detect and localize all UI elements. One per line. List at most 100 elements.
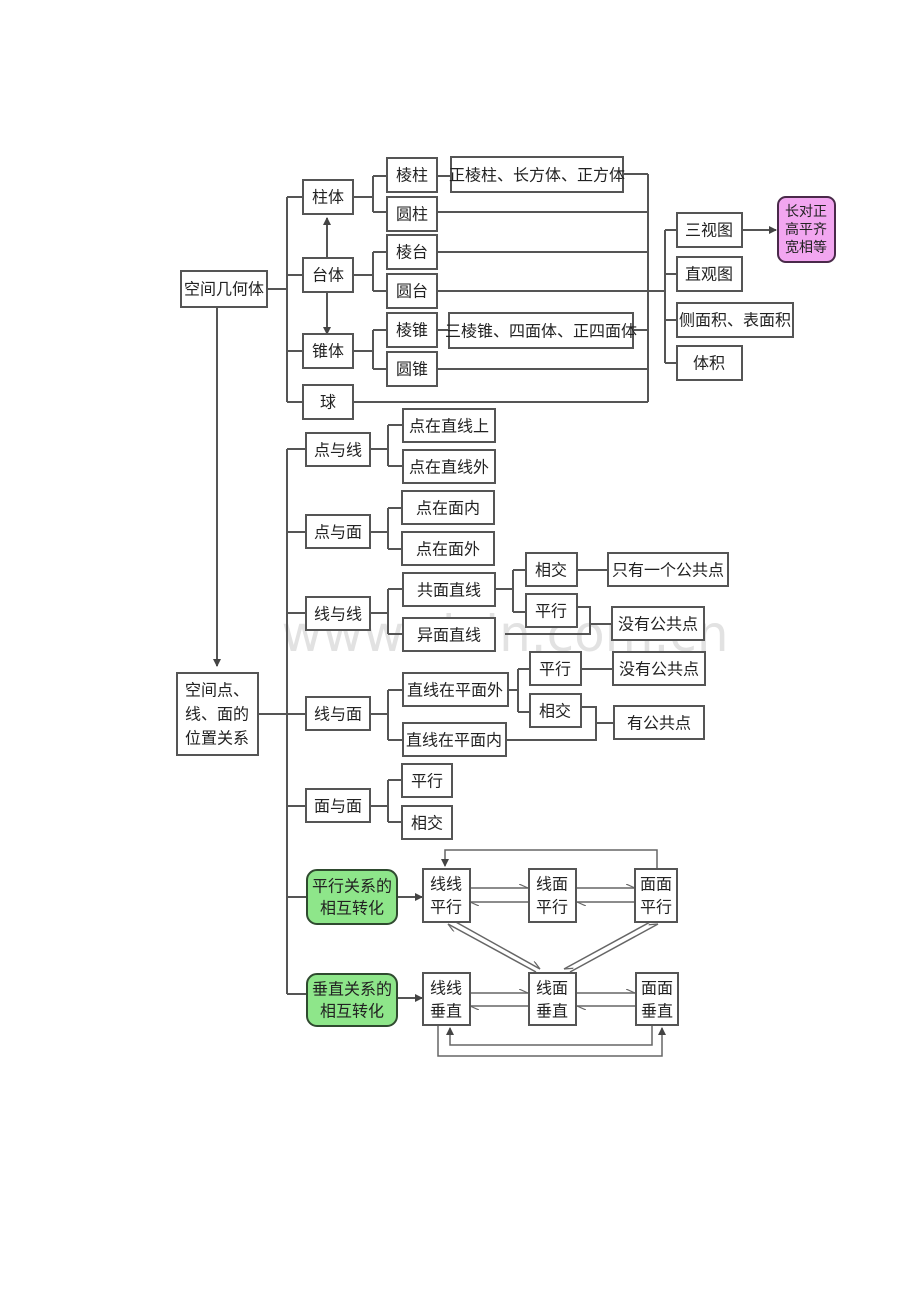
node-prism-frustum[interactable]: 棱台 xyxy=(386,234,438,270)
node-line-outside-plane[interactable]: 直线在平面外 xyxy=(402,672,509,707)
node-frustum-group[interactable]: 台体 xyxy=(302,257,354,293)
node-label: 体积 xyxy=(693,354,725,373)
node-lp-perp-transform[interactable]: 线面 垂直 xyxy=(528,972,577,1026)
node-label: 垂直 xyxy=(430,1002,462,1021)
node-ll-parallel-transform[interactable]: 线线 平行 xyxy=(422,868,471,923)
node-label: 位置关系 xyxy=(185,729,249,748)
node-prism-group[interactable]: 柱体 xyxy=(302,179,354,215)
node-label: 有公共点 xyxy=(627,714,691,733)
node-label: 平行 xyxy=(535,602,567,621)
node-three-views[interactable]: 三视图 xyxy=(676,212,743,248)
node-prism-examples[interactable]: 正棱柱、长方体、正方体 xyxy=(449,156,625,193)
node-label: 线、面的 xyxy=(185,705,249,724)
node-label: 球 xyxy=(320,393,336,412)
node-label: 空间几何体 xyxy=(184,280,264,299)
node-label: 侧面积、表面积 xyxy=(679,311,791,330)
node-pyramid-examples[interactable]: 三棱锥、四面体、正四面体 xyxy=(445,312,637,349)
node-ll-perp-transform[interactable]: 线线 垂直 xyxy=(422,972,471,1026)
node-parallel-transform[interactable]: 平行关系的 相互转化 xyxy=(306,869,398,925)
node-label: 线线 xyxy=(430,875,462,894)
node-lp-intersect[interactable]: 相交 xyxy=(529,693,582,728)
node-pp-perp-transform[interactable]: 面面 垂直 xyxy=(635,972,679,1026)
node-pp-parallel-transform[interactable]: 面面 平行 xyxy=(634,868,678,923)
node-pp-parallel[interactable]: 平行 xyxy=(401,763,453,798)
node-line-plane[interactable]: 线与面 xyxy=(305,696,371,731)
node-label: 垂直 xyxy=(536,1002,568,1021)
node-label: 线面 xyxy=(536,875,568,894)
node-label: 平行 xyxy=(411,772,443,791)
node-label: 直观图 xyxy=(685,265,733,284)
node-intuitive-view[interactable]: 直观图 xyxy=(676,256,743,292)
node-label: 直线在平面内 xyxy=(406,731,502,750)
node-label: 柱体 xyxy=(312,188,344,207)
node-label: 平行 xyxy=(536,898,568,917)
node-label: 直线在平面外 xyxy=(407,681,503,700)
node-label: 线面 xyxy=(536,979,568,998)
node-ll-intersect[interactable]: 相交 xyxy=(525,552,578,587)
node-label: 相互转化 xyxy=(320,1002,384,1021)
node-label: 点在面内 xyxy=(416,499,480,518)
node-label: 相交 xyxy=(535,561,567,580)
node-point-line[interactable]: 点与线 xyxy=(305,432,371,467)
node-label: 锥体 xyxy=(312,342,344,361)
node-sphere[interactable]: 球 xyxy=(302,384,354,420)
node-label: 平行关系的 xyxy=(312,877,392,896)
node-one-common-point[interactable]: 只有一个公共点 xyxy=(607,552,729,587)
node-label: 点在面外 xyxy=(416,540,480,559)
node-cylinder[interactable]: 圆柱 xyxy=(386,196,438,232)
node-label: 长对正 xyxy=(785,204,827,220)
node-cone-group[interactable]: 锥体 xyxy=(302,333,354,369)
node-label: 点与面 xyxy=(314,523,362,542)
node-point-off-plane[interactable]: 点在面外 xyxy=(401,531,495,566)
node-label: 只有一个公共点 xyxy=(612,561,724,580)
node-volume[interactable]: 体积 xyxy=(676,345,743,381)
node-lp-has-common-point[interactable]: 有公共点 xyxy=(613,705,705,740)
node-label: 棱柱 xyxy=(396,166,428,185)
node-surface-area[interactable]: 侧面积、表面积 xyxy=(676,302,794,338)
node-label: 台体 xyxy=(312,266,344,285)
node-perp-transform[interactable]: 垂直关系的 相互转化 xyxy=(306,973,398,1027)
node-point-plane[interactable]: 点与面 xyxy=(305,514,371,549)
node-relations-root[interactable]: 空间点、 线、面的 位置关系 xyxy=(176,672,259,756)
node-label: 相交 xyxy=(539,702,571,721)
node-coplanar-lines[interactable]: 共面直线 xyxy=(402,572,496,607)
node-lp-parallel-transform[interactable]: 线面 平行 xyxy=(528,868,577,923)
relations-connectors xyxy=(258,424,614,1002)
node-label: 线与线 xyxy=(314,605,362,624)
node-label: 面面 xyxy=(640,875,672,894)
node-line-line[interactable]: 线与线 xyxy=(305,596,371,631)
node-label: 三棱锥、四面体、正四面体 xyxy=(445,322,637,341)
node-ll-parallel[interactable]: 平行 xyxy=(525,593,578,628)
node-space-solids[interactable]: 空间几何体 xyxy=(180,270,268,308)
node-pp-intersect[interactable]: 相交 xyxy=(401,805,453,840)
node-pyramid[interactable]: 棱锥 xyxy=(386,312,438,348)
node-prism[interactable]: 棱柱 xyxy=(386,157,438,193)
node-point-off-line[interactable]: 点在直线外 xyxy=(402,449,496,484)
node-label: 宽相等 xyxy=(785,239,827,256)
node-label: 没有公共点 xyxy=(618,615,698,634)
node-cone[interactable]: 圆锥 xyxy=(386,351,438,387)
node-point-on-line[interactable]: 点在直线上 xyxy=(402,408,496,443)
node-views-rule[interactable]: 长对正 高平齐 宽相等 xyxy=(777,196,836,263)
node-line-in-plane[interactable]: 直线在平面内 xyxy=(402,722,507,757)
node-label: 线与面 xyxy=(314,705,362,724)
node-ll-no-common-point[interactable]: 没有公共点 xyxy=(611,606,705,641)
node-lp-parallel[interactable]: 平行 xyxy=(529,651,582,686)
node-label: 相互转化 xyxy=(320,899,384,918)
transform-arrows xyxy=(437,849,666,1057)
node-point-in-plane[interactable]: 点在面内 xyxy=(401,490,495,525)
node-label: 圆柱 xyxy=(396,205,428,224)
node-label: 共面直线 xyxy=(417,581,481,600)
node-label: 点与线 xyxy=(314,441,362,460)
node-plane-plane[interactable]: 面与面 xyxy=(305,788,371,823)
node-label: 圆台 xyxy=(396,282,428,301)
node-skew-lines[interactable]: 异面直线 xyxy=(402,617,496,652)
solids-connectors xyxy=(213,173,777,667)
node-label: 棱锥 xyxy=(396,321,428,340)
node-label: 没有公共点 xyxy=(619,660,699,679)
node-label: 垂直 xyxy=(641,1002,673,1021)
node-cone-frustum[interactable]: 圆台 xyxy=(386,273,438,309)
node-label: 异面直线 xyxy=(417,626,481,645)
node-lp-no-common-point[interactable]: 没有公共点 xyxy=(612,651,706,686)
